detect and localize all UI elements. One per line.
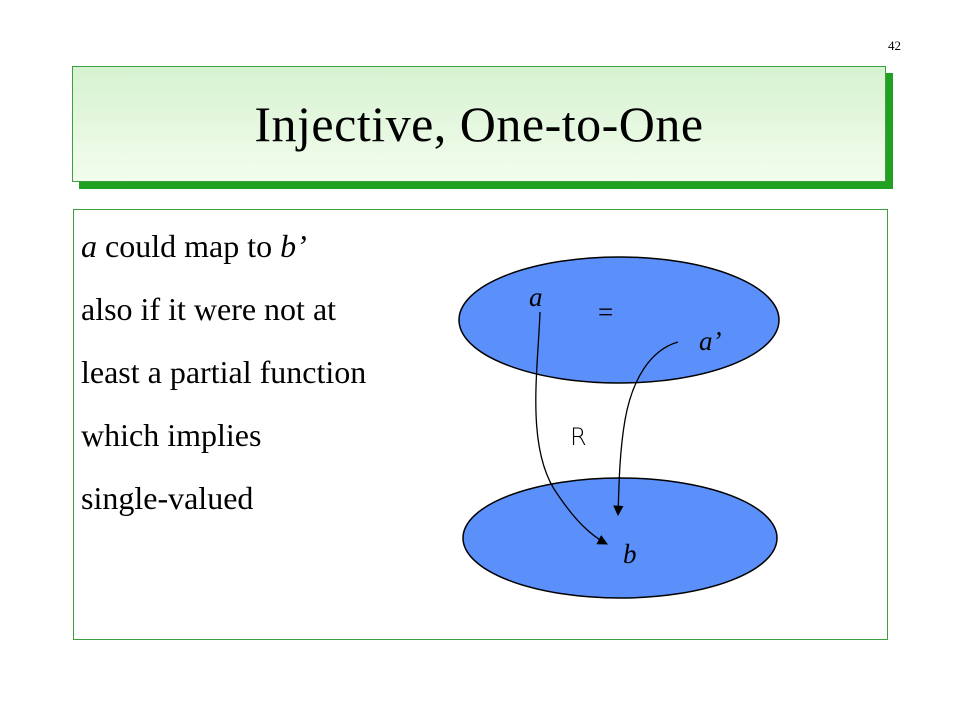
body-line-4: which implies [81, 417, 262, 453]
slide-title: Injective, One-to-One [254, 96, 704, 152]
label-relation-r: R [570, 423, 587, 451]
body-line-3: least a partial function [81, 354, 367, 390]
body-text: a could map to b’ also if it were not at… [81, 226, 366, 541]
body-line-1-text: could map to [97, 228, 281, 264]
arrow-a-prime-to-b [613, 341, 679, 517]
domain-set-ellipse [458, 256, 780, 384]
var-a: a [81, 228, 97, 264]
body-line-1: a could map to b’ [81, 226, 366, 289]
page-number: 42 [888, 38, 901, 53]
equals-sign: = [598, 297, 613, 327]
body-line-2: also if it were not at [81, 291, 337, 327]
body-line-5: single-valued [81, 480, 254, 516]
arrow-a-to-b [535, 311, 608, 545]
label-b: b [623, 539, 637, 569]
label-a-prime: a’ [699, 326, 722, 356]
label-a: a [529, 282, 543, 312]
var-b-prime: b’ [280, 228, 307, 264]
title-box: Injective, One-to-One [72, 66, 886, 182]
codomain-set-ellipse [462, 477, 778, 599]
